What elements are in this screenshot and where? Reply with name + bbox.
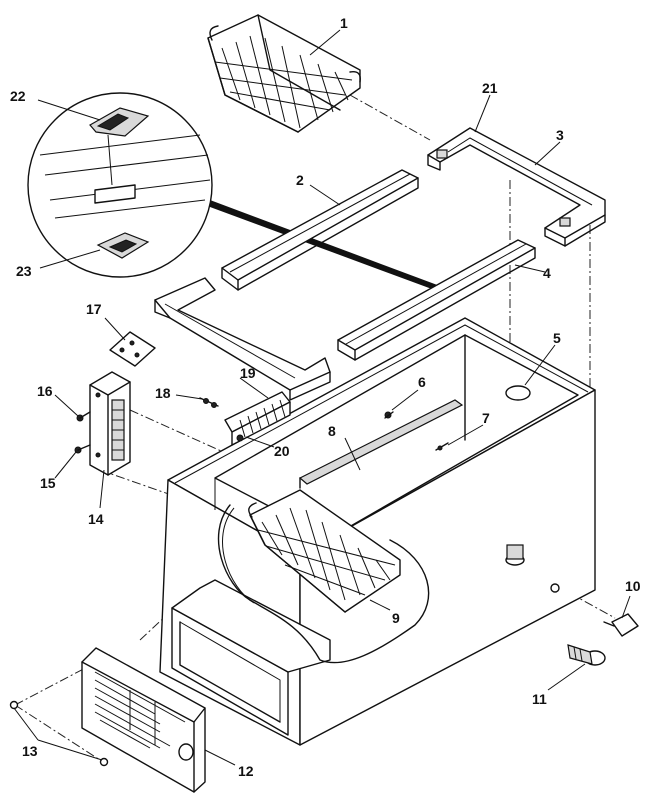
callout-15: 15 — [40, 475, 56, 491]
callout-16: 16 — [37, 383, 53, 399]
left-breaker-frame — [154, 277, 331, 401]
drain-fitting — [567, 644, 606, 666]
callout-10: 10 — [625, 578, 641, 594]
callout-21: 21 — [482, 80, 498, 96]
upper-breaker-strip — [221, 169, 419, 291]
lid-frame — [427, 127, 606, 247]
callout-1: 1 — [340, 15, 348, 31]
hinge-plate — [109, 331, 156, 367]
callout-labels: 1 2 3 4 5 6 7 8 9 10 11 12 13 14 15 16 1… — [10, 15, 641, 779]
control-knob — [603, 613, 639, 637]
heater-element — [224, 391, 291, 446]
callout-4: 4 — [543, 265, 551, 281]
callout-22: 22 — [10, 88, 26, 104]
callout-3: 3 — [556, 127, 564, 143]
callout-11: 11 — [532, 691, 547, 707]
callout-8: 8 — [328, 423, 336, 439]
inner-wire-basket — [248, 489, 401, 613]
hinge-detail-inset — [27, 92, 213, 278]
callout-12: 12 — [238, 763, 254, 779]
callout-7: 7 — [482, 410, 490, 426]
screw-18 — [199, 397, 219, 408]
freezer-cabinet — [159, 317, 596, 746]
control-rail — [298, 399, 464, 489]
callout-18: 18 — [155, 385, 171, 401]
drain-plug — [505, 385, 531, 401]
callout-17: 17 — [86, 301, 102, 317]
small-fasteners — [384, 411, 449, 451]
hinge-assembly — [89, 371, 131, 476]
callout-6: 6 — [418, 374, 426, 390]
callout-13: 13 — [22, 743, 38, 759]
lower-breaker-strip — [337, 239, 536, 361]
callout-23: 23 — [16, 263, 32, 279]
callout-20: 20 — [274, 443, 290, 459]
callout-leaders — [13, 29, 631, 766]
callout-9: 9 — [392, 610, 400, 626]
inset-pointer — [210, 200, 440, 292]
callout-5: 5 — [553, 330, 561, 346]
front-grille — [81, 647, 206, 793]
hinge-screws — [74, 411, 91, 454]
callout-19: 19 — [240, 365, 256, 381]
top-wire-basket — [207, 14, 361, 133]
callout-14: 14 — [88, 511, 104, 527]
callout-2: 2 — [296, 172, 304, 188]
